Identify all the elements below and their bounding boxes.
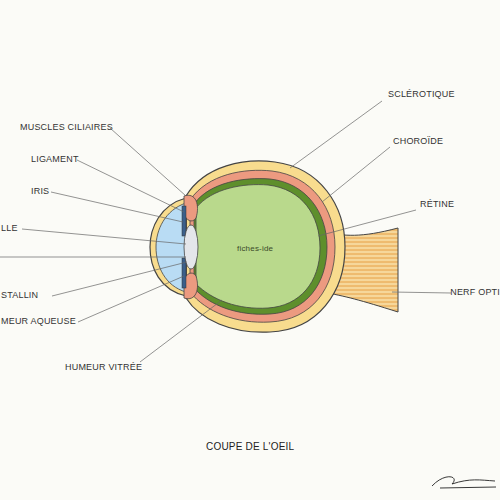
diagram-title: COUPE DE L'OEIL [206, 441, 294, 452]
vitreous-humour [196, 185, 320, 309]
part-label: IRIS [31, 186, 49, 197]
part-label: MUSCLES CILIAIRES [20, 122, 113, 133]
part-label: RÉTINE [420, 199, 454, 210]
part-label: LLE [1, 223, 18, 234]
retina [194, 179, 327, 315]
part-label: NERF OPTI [450, 287, 500, 298]
part-label: LIGAMENT [31, 154, 79, 165]
cornea [150, 198, 186, 296]
part-label: CHOROÏDE [393, 136, 443, 147]
sclera [186, 161, 345, 332]
part-label: MEUR AQUEUSE [1, 316, 76, 327]
aqueous-humour [156, 203, 186, 292]
part-label: HUMEUR VITRÉE [65, 362, 142, 373]
watermark: fiches-ide [237, 243, 273, 254]
choroid [190, 170, 335, 322]
iris [182, 206, 186, 236]
part-label: SCLÉROTIQUE [388, 89, 455, 100]
signature [432, 477, 496, 488]
leader-lines [0, 101, 451, 362]
part-label: STALLIN [1, 290, 38, 301]
